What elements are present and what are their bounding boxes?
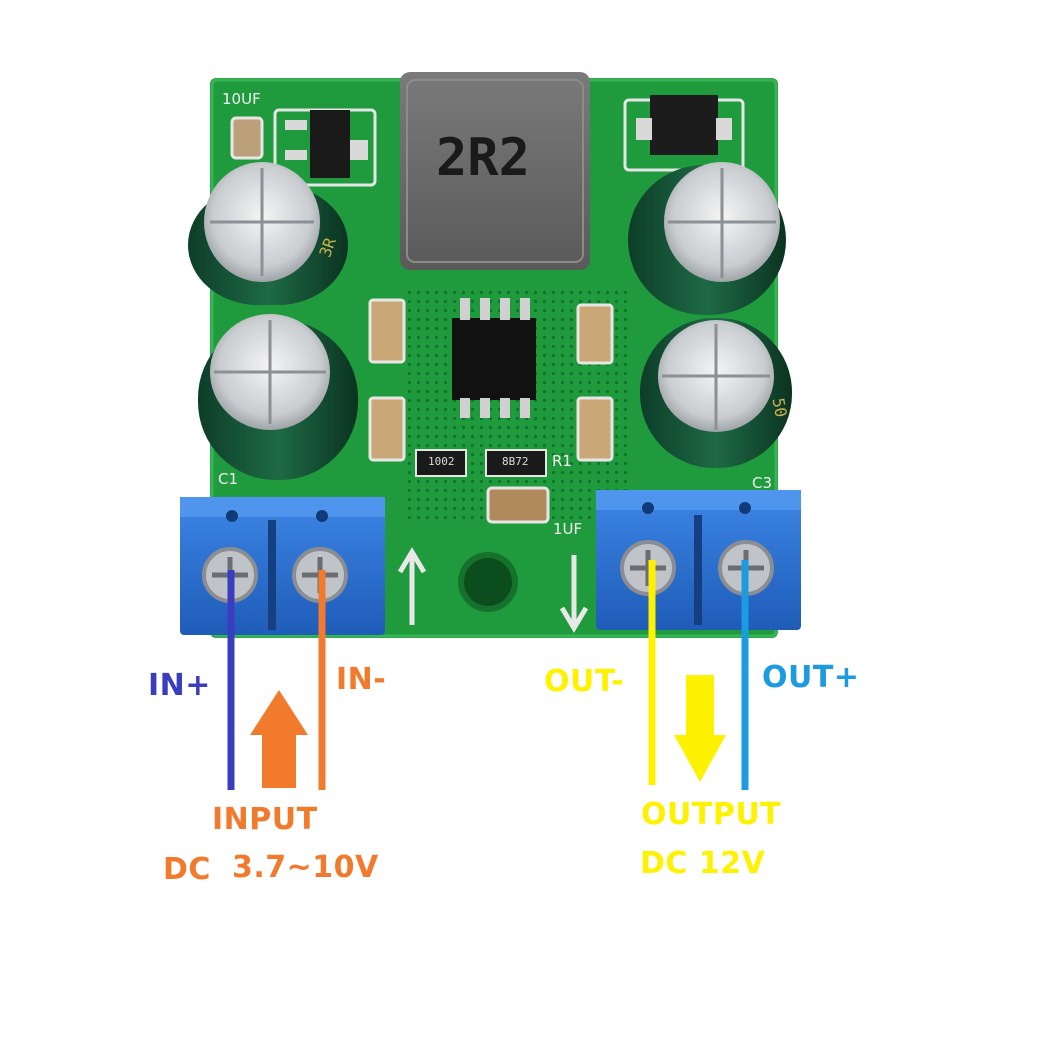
- silk-r1: R1: [552, 452, 572, 470]
- resistor: [485, 449, 547, 477]
- electrolytic-capacitor: [640, 318, 792, 468]
- resistor: [415, 449, 467, 477]
- electrolytic-capacitor: [628, 162, 786, 315]
- inductor: [400, 72, 590, 270]
- resistor-1-marking: 1002: [428, 455, 455, 468]
- silk-c1: C1: [218, 470, 239, 488]
- out-plus-label: OUT+: [762, 660, 860, 695]
- inductor-marking: 2R2: [436, 128, 530, 188]
- output-arrow-icon: [674, 675, 726, 782]
- input-range-label: 3.7~10V: [232, 850, 379, 885]
- arrow-up-icon: [397, 547, 427, 625]
- electrolytic-capacitor: [198, 314, 358, 480]
- silk-cap-bottom: 1UF: [553, 520, 583, 538]
- input-title: INPUT: [212, 802, 318, 837]
- input-dc-label: DC: [163, 852, 211, 887]
- ic-chip: [452, 298, 536, 418]
- output-title: OUTPUT: [641, 797, 782, 832]
- smd-diode: [650, 95, 718, 155]
- in-minus-label: IN-: [336, 662, 387, 697]
- silk-c3: C3: [752, 474, 773, 492]
- silk-cap-top: 10UF: [222, 90, 261, 108]
- smd-capacitor: [230, 116, 264, 160]
- input-arrow-icon: [250, 690, 308, 788]
- cap-right-marking: 50: [768, 396, 791, 419]
- electrolytic-capacitor: [188, 162, 348, 305]
- output-value-label: DC 12V: [640, 846, 766, 881]
- output-terminal-block: [596, 490, 801, 630]
- in-plus-label: IN+: [148, 668, 211, 703]
- resistor-2-marking: 8B72: [502, 455, 529, 468]
- input-terminal-block: [180, 497, 385, 635]
- arrow-down-icon: [559, 555, 589, 633]
- sot-transistor: [310, 110, 350, 178]
- smd-capacitor: [486, 486, 550, 524]
- out-minus-label: OUT-: [544, 664, 625, 699]
